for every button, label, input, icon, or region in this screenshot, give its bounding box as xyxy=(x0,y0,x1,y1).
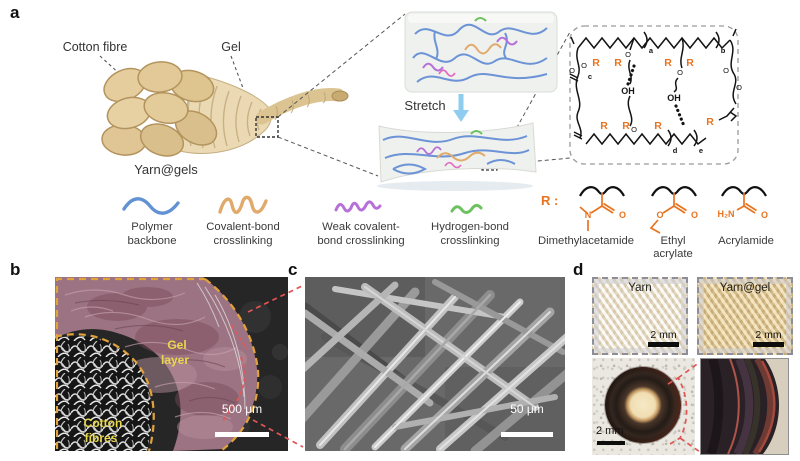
r-group-label: R xyxy=(592,57,600,69)
legend-line: backbone xyxy=(127,234,177,247)
scale-bar-label: 50 μm xyxy=(510,402,544,416)
o-atom: O xyxy=(761,210,768,220)
gel-label: Gel xyxy=(221,40,241,54)
scale-bar xyxy=(648,342,679,347)
acrylamide-structure: O H₂N xyxy=(718,186,768,220)
legend-hydrogen-bond: Hydrogen-bond crosslinking xyxy=(410,221,530,248)
scale-bar xyxy=(753,342,784,347)
scale-bar xyxy=(597,441,625,445)
covalent-bond-squiggle xyxy=(218,195,268,215)
chem-line: acrylate xyxy=(653,248,693,260)
r-group-label: R xyxy=(622,120,630,132)
scale-bar-label: 2 mm xyxy=(650,329,677,341)
scale-bar-label: 2 mm xyxy=(596,425,624,437)
gel-layer-region xyxy=(55,277,258,451)
r-group-label: R xyxy=(686,57,694,69)
legend-polymer-backbone: Polymer backbone xyxy=(92,221,212,248)
legend-line: Polymer xyxy=(131,221,173,233)
legend-line: Weak covalent- xyxy=(322,221,400,233)
o-atom: O xyxy=(631,125,637,134)
yarn-gels-label: Yarn@gels xyxy=(134,162,198,177)
o-atom: O xyxy=(677,68,683,77)
ethyl-acrylate-structure: O O xyxy=(649,186,698,234)
yarn-gel-photo: Yarn@gel 2 mm xyxy=(697,277,793,355)
red-streaks xyxy=(222,324,248,422)
weak-covalent-squiggle xyxy=(334,200,382,213)
panel-letter-a: a xyxy=(10,3,20,22)
chemical-structure-box: R R R R R R R R OH OH O O O O O O O xyxy=(569,25,742,165)
o-atom: O xyxy=(581,61,587,70)
scale-bar-label: 2 mm xyxy=(755,329,782,341)
gel-layer-bands xyxy=(706,359,776,454)
yarn-photo: Yarn 2 mm xyxy=(592,277,688,355)
acrylamide-label: Acrylamide xyxy=(718,235,774,247)
repeat-unit-b: b xyxy=(721,46,726,55)
r-group-label: R xyxy=(664,57,672,69)
chem-line: Ethyl xyxy=(660,235,686,247)
oh-label: OH xyxy=(667,93,681,103)
dimethylacetamide-label: Dimethylacetamide xyxy=(537,235,635,247)
cross-section-photo: 2 mm xyxy=(592,358,695,455)
hydrogen-bond-squiggle xyxy=(450,203,483,214)
yarn-scale-bar: 2 mm xyxy=(648,329,679,347)
n-atom: N xyxy=(585,210,592,220)
o-atom: O xyxy=(691,210,698,220)
o-atom: O xyxy=(569,66,575,75)
legend-line: crosslinking xyxy=(440,234,500,247)
gel-boundary-outline xyxy=(55,277,260,451)
yarn-gel-scale-bar: 2 mm xyxy=(753,329,784,347)
panel-c-sem-image: 50 μm xyxy=(305,277,565,451)
o-atom: O xyxy=(619,210,626,220)
o-atom: O xyxy=(736,83,742,92)
cotton-fibre-cross-section xyxy=(101,61,218,157)
repeat-unit-e: e xyxy=(699,146,703,155)
r-group-label: R xyxy=(600,120,608,132)
panel-letter-d: d xyxy=(573,260,584,279)
stretch-arrow-icon xyxy=(453,94,469,122)
yarn-photo-label: Yarn xyxy=(628,282,652,294)
cotton-fibres-annotation: fibres xyxy=(85,431,118,445)
repeat-unit-d: d xyxy=(673,146,678,155)
stretch-label: Stretch xyxy=(404,98,446,113)
yarn-gel-photo-label: Yarn@gel xyxy=(719,282,771,294)
yarn-illustration xyxy=(101,61,349,157)
o-atom: O xyxy=(625,50,631,59)
legend-line: crosslinking xyxy=(213,234,273,247)
cotton-fibre-label: Cotton fibre xyxy=(62,40,128,54)
scale-bar xyxy=(501,432,553,437)
r-group-label: R xyxy=(654,120,662,132)
repeat-unit-a: a xyxy=(649,46,654,55)
h2n-group: H₂N xyxy=(718,209,735,219)
gel-block-stretched xyxy=(377,122,537,191)
legend-line: bond crosslinking xyxy=(317,234,405,247)
cross-section-inset xyxy=(700,358,789,455)
gel-layer-annotation: Gel xyxy=(167,338,186,352)
r-prefix-label: R : xyxy=(541,193,559,208)
fibre-strands xyxy=(305,279,565,451)
panel-b-sem-image: Gel layer Cotton fibres 500 μm xyxy=(55,277,288,451)
panel-letter-c: c xyxy=(288,260,298,279)
dimethylacetamide-structure: O N xyxy=(579,186,626,231)
gel-block-relaxed xyxy=(404,11,558,93)
scale-bar xyxy=(215,432,269,437)
polymer-backbone-squiggle xyxy=(122,197,180,215)
r-group-label: R xyxy=(614,57,622,69)
legend-weak-covalent: Weak covalent- bond crosslinking xyxy=(301,221,421,248)
o-atom: O xyxy=(656,210,663,220)
panel-letter-b: b xyxy=(10,260,21,279)
o-atom: O xyxy=(723,66,729,75)
repeat-unit-c: c xyxy=(588,72,592,81)
ethyl-acrylate-label: Ethyl acrylate xyxy=(643,235,703,261)
panel-a-schematic: R R R R R R R R OH OH O O O O O O O xyxy=(99,11,768,234)
legend-covalent-bond: Covalent-bond crosslinking xyxy=(183,221,303,248)
legend-line: Hydrogen-bond xyxy=(431,221,509,233)
oh-label: OH xyxy=(621,86,635,96)
cotton-fibres-annotation: Cotton xyxy=(84,416,123,430)
yarn-zoom-box xyxy=(255,116,279,138)
r-group-label: R xyxy=(706,116,714,128)
scale-bar-label: 500 μm xyxy=(222,402,262,416)
legend-line: Covalent-bond xyxy=(206,221,280,233)
gel-layer-annotation: layer xyxy=(161,353,189,367)
